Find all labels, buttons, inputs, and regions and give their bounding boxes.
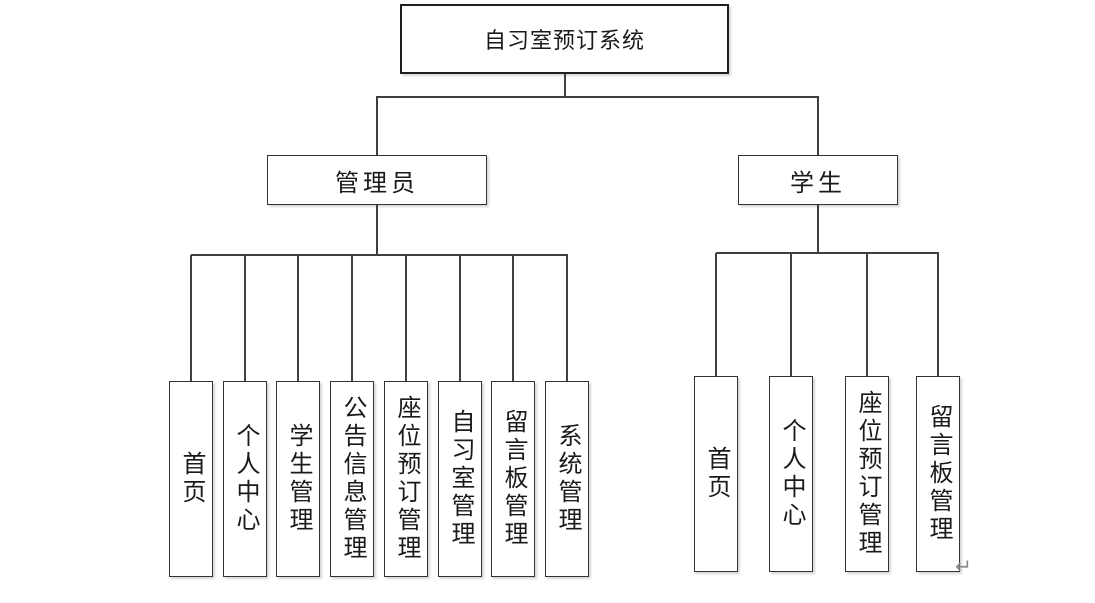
admin-leaf-personal-center-label: 个人中心 <box>232 423 259 535</box>
connector-admin-leaf-drop-4 <box>351 255 353 381</box>
connector-admin-leaf-drop-3 <box>297 255 299 381</box>
connector-student-drop <box>817 96 819 155</box>
admin-leaf-seat-reservation-management-label: 座位预订管理 <box>393 395 420 563</box>
connector-admin-stub <box>376 205 378 255</box>
connector-admin-leaf-drop-6 <box>459 255 461 381</box>
admin-leaf-announcement-management-label: 公告信息管理 <box>339 395 366 563</box>
root-node-box: 自习室预订系统 <box>400 4 729 74</box>
connector-student-leaf-drop-2 <box>790 253 792 376</box>
student-leaf-personal-center: 个人中心 <box>769 376 813 572</box>
student-leaf-seat-reservation-management: 座位预订管理 <box>845 376 889 572</box>
admin-leaf-student-management-label: 学生管理 <box>285 423 312 535</box>
student-node-label: 学生 <box>790 169 846 197</box>
admin-leaf-message-board-management: 留言板管理 <box>491 381 535 577</box>
connector-admin-leaf-drop-5 <box>405 255 407 381</box>
connector-student-leaf-drop-1 <box>715 253 717 376</box>
admin-node-label: 管理员 <box>335 169 419 197</box>
admin-leaf-personal-center: 个人中心 <box>223 381 267 577</box>
connector-admin-leaf-drop-1 <box>190 255 192 381</box>
connector-root-stub <box>564 74 566 97</box>
student-leaf-seat-reservation-management-label: 座位预订管理 <box>854 390 881 558</box>
connector-admin-hline <box>191 254 568 256</box>
admin-leaf-student-management: 学生管理 <box>276 381 320 577</box>
connector-admin-leaf-drop-7 <box>512 255 514 381</box>
admin-leaf-home-label: 首页 <box>178 451 205 507</box>
admin-leaf-announcement-management: 公告信息管理 <box>330 381 374 577</box>
student-leaf-personal-center-label: 个人中心 <box>778 418 805 530</box>
connector-admin-leaf-drop-8 <box>566 255 568 381</box>
paragraph-return-mark: ↵ <box>955 554 972 578</box>
admin-leaf-study-room-management-label: 自习室管理 <box>447 409 474 549</box>
connector-student-leaf-drop-3 <box>866 253 868 376</box>
student-leaf-message-board-management-label: 留言板管理 <box>925 404 952 544</box>
connector-student-leaf-drop-4 <box>937 253 939 376</box>
student-leaf-home: 首页 <box>694 376 738 572</box>
connector-admin-drop <box>376 96 378 155</box>
student-leaf-message-board-management: 留言板管理 <box>916 376 960 572</box>
admin-leaf-study-room-management: 自习室管理 <box>438 381 482 577</box>
connector-student-hline <box>716 252 939 254</box>
root-node-label: 自习室预订系统 <box>483 28 645 53</box>
connector-student-stub <box>817 205 819 253</box>
connector-admin-leaf-drop-2 <box>244 255 246 381</box>
student-leaf-home-label: 首页 <box>703 446 730 502</box>
admin-leaf-message-board-management-label: 留言板管理 <box>500 409 527 549</box>
admin-leaf-home: 首页 <box>169 381 213 577</box>
admin-leaf-seat-reservation-management: 座位预订管理 <box>384 381 428 577</box>
student-node-box: 学生 <box>738 155 898 205</box>
admin-leaf-system-management: 系统管理 <box>545 381 589 577</box>
admin-node-box: 管理员 <box>267 155 487 205</box>
connector-level1-hline <box>376 96 818 98</box>
admin-leaf-system-management-label: 系统管理 <box>554 423 581 535</box>
